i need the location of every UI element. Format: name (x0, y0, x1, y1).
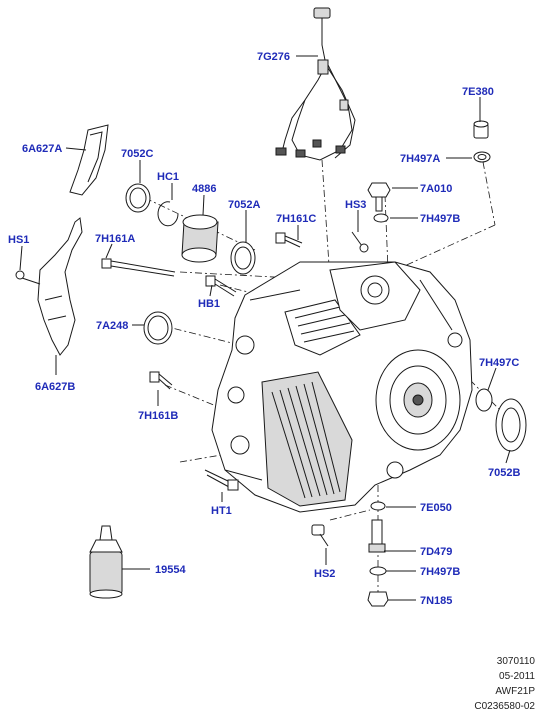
seal-7052b (495, 398, 527, 452)
sealant-bottle-19554 (89, 525, 123, 599)
bolt-hs2 (311, 524, 329, 547)
bolt-7h161a (101, 258, 176, 277)
sensor-7d479 (368, 519, 386, 553)
label-7a248: 7A248 (96, 320, 128, 332)
label-ht1: HT1 (211, 505, 232, 517)
plug-7n185 (367, 591, 389, 607)
label-hs2: HS2 (314, 568, 335, 580)
bolt-7h161b (149, 371, 173, 390)
ring-7a248 (143, 311, 173, 345)
seal-7h497a (473, 151, 491, 163)
label-7e050: 7E050 (420, 502, 452, 514)
label-hb1: HB1 (198, 298, 220, 310)
seal-7052a (230, 241, 256, 275)
circlip-7052c (125, 183, 151, 213)
label-6a627b: 6A627B (35, 381, 75, 393)
valve-body-ribs (294, 306, 355, 343)
reference-date: 05-2011 (499, 671, 535, 682)
label-7052a: 7052A (228, 199, 260, 211)
bolt-7a010 (367, 182, 391, 223)
reference-illustration-id: C0236580-02 (474, 701, 535, 712)
leader-lines (19, 55, 511, 601)
label-hc1: HC1 (157, 171, 179, 183)
screw-hs3 (351, 231, 369, 253)
snap-ring-hc1 (157, 201, 179, 227)
label-7n185: 7N185 (420, 595, 452, 607)
label-7e380: 7E380 (462, 86, 494, 98)
label-7h497b-top: 7H497B (420, 213, 460, 225)
bracket-hs1 (15, 217, 83, 356)
label-7g276: 7G276 (257, 51, 290, 63)
o-ring-7e050 (370, 501, 386, 511)
label-19554: 19554 (155, 564, 186, 576)
bolt-7h161c (275, 232, 303, 248)
transmission-housing (211, 261, 473, 513)
label-7h161b: 7H161B (138, 410, 178, 422)
reference-code: 3070110 (497, 656, 536, 667)
part-labels: 7G276 7E380 6A627A 7052C HC1 4886 7H497A… (8, 51, 520, 607)
label-7d479: 7D479 (420, 546, 452, 558)
label-7h497a: 7H497A (400, 153, 440, 165)
washer-7h497b-lower (369, 566, 387, 576)
label-7h161a: 7H161A (95, 233, 135, 245)
plug-7e380 (473, 120, 489, 139)
label-hs1: HS1 (8, 234, 29, 246)
label-7052c: 7052C (121, 148, 153, 160)
label-7h497c: 7H497C (479, 357, 519, 369)
reference-block: 3070110 05-2011 AWF21P C0236580-02 (474, 656, 535, 712)
seal-7h497c (475, 388, 493, 412)
label-4886: 4886 (192, 183, 216, 195)
oil-pan-fins (271, 381, 341, 499)
sleeve-4886 (181, 194, 219, 263)
label-7h161c: 7H161C (276, 213, 316, 225)
reference-model: AWF21P (495, 686, 535, 697)
label-7a010: 7A010 (420, 183, 452, 195)
wiring-harness (275, 7, 356, 161)
plug-ht1 (204, 469, 239, 491)
label-7052b: 7052B (488, 467, 520, 479)
label-6a627a: 6A627A (22, 143, 62, 155)
heat-shield-6a627a (69, 124, 109, 196)
label-7h497b-bottom: 7H497B (420, 566, 460, 578)
label-hs3: HS3 (345, 199, 366, 211)
bolt-hb1 (205, 275, 237, 297)
